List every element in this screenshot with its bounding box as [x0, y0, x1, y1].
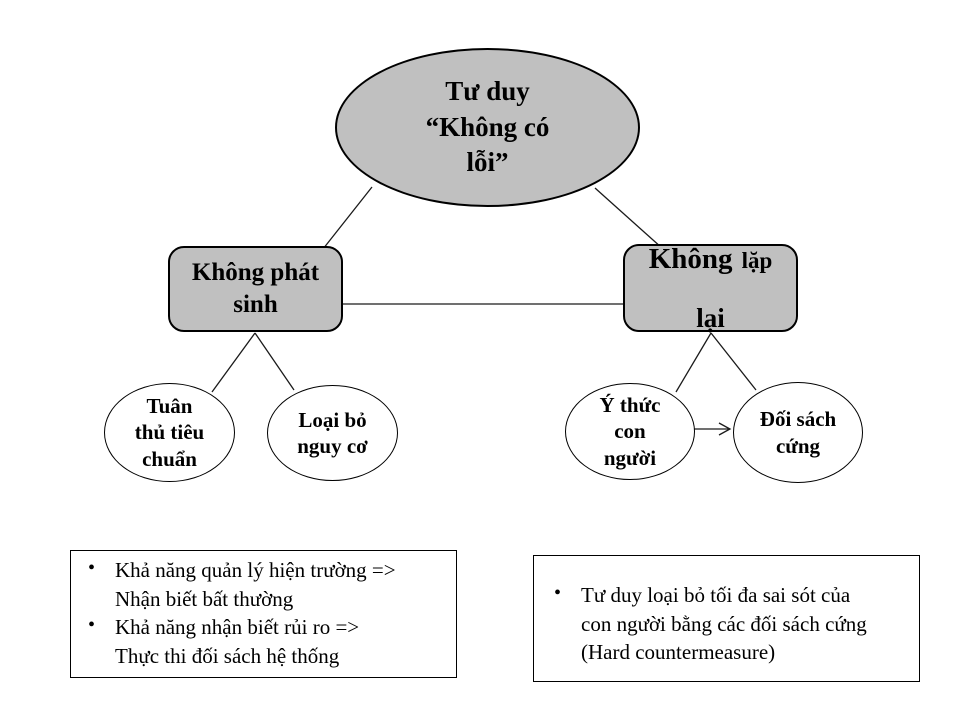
bullet-item: • Tư duy loại bỏ tối đa sai sót của con n… — [554, 581, 913, 667]
node-standards-compliance: Tuân thủ tiêu chuẩn — [104, 383, 235, 482]
node-no-repetition-line2: lại — [696, 303, 725, 334]
note-box-left: • Khả năng quản lý hiện trường => Nhận bi… — [70, 550, 457, 678]
bullet-icon: • — [554, 582, 562, 604]
arrowhead-icon — [718, 422, 732, 436]
edge-no-repeat-to-hard — [710, 332, 757, 391]
edge-no-occur-to-risk — [254, 332, 295, 391]
edge-no-repeat-to-awareness — [675, 332, 712, 393]
bullet-text: Khả năng quản lý hiện trường => Nhận biế… — [115, 558, 396, 611]
note-left-list: • Khả năng quản lý hiện trường => Nhận bi… — [71, 551, 456, 670]
bullet-text: Khả năng nhận biết rủi ro => Thực thi đố… — [115, 615, 360, 668]
node-human-awareness: Ý thức con người — [565, 383, 695, 480]
bullet-item: • Khả năng nhận biết rủi ro => Thực thi đ… — [88, 613, 450, 670]
bullet-item: • Khả năng quản lý hiện trường => Nhận bi… — [88, 556, 450, 613]
bullet-text: Tư duy loại bỏ tối đa sai sót của con ng… — [581, 583, 867, 665]
edge-root-to-no-occur — [322, 186, 373, 250]
note-right-list: • Tư duy loại bỏ tối đa sai sót của con n… — [534, 556, 919, 667]
edge-no-occur-to-standards — [211, 332, 256, 393]
node-root-no-error-mindset: Tư duy “Không có lỗi” — [335, 48, 640, 207]
bullet-icon: • — [88, 557, 96, 579]
edge-root-to-no-repeat — [594, 187, 663, 249]
note-box-right: • Tư duy loại bỏ tối đa sai sót của con n… — [533, 555, 920, 682]
node-no-occurrence: Không phát sinh — [168, 246, 343, 332]
node-risk-elimination: Loại bỏ nguy cơ — [267, 385, 398, 481]
bullet-icon: • — [88, 614, 96, 637]
node-hard-countermeasure: Đối sách cứng — [733, 382, 863, 483]
